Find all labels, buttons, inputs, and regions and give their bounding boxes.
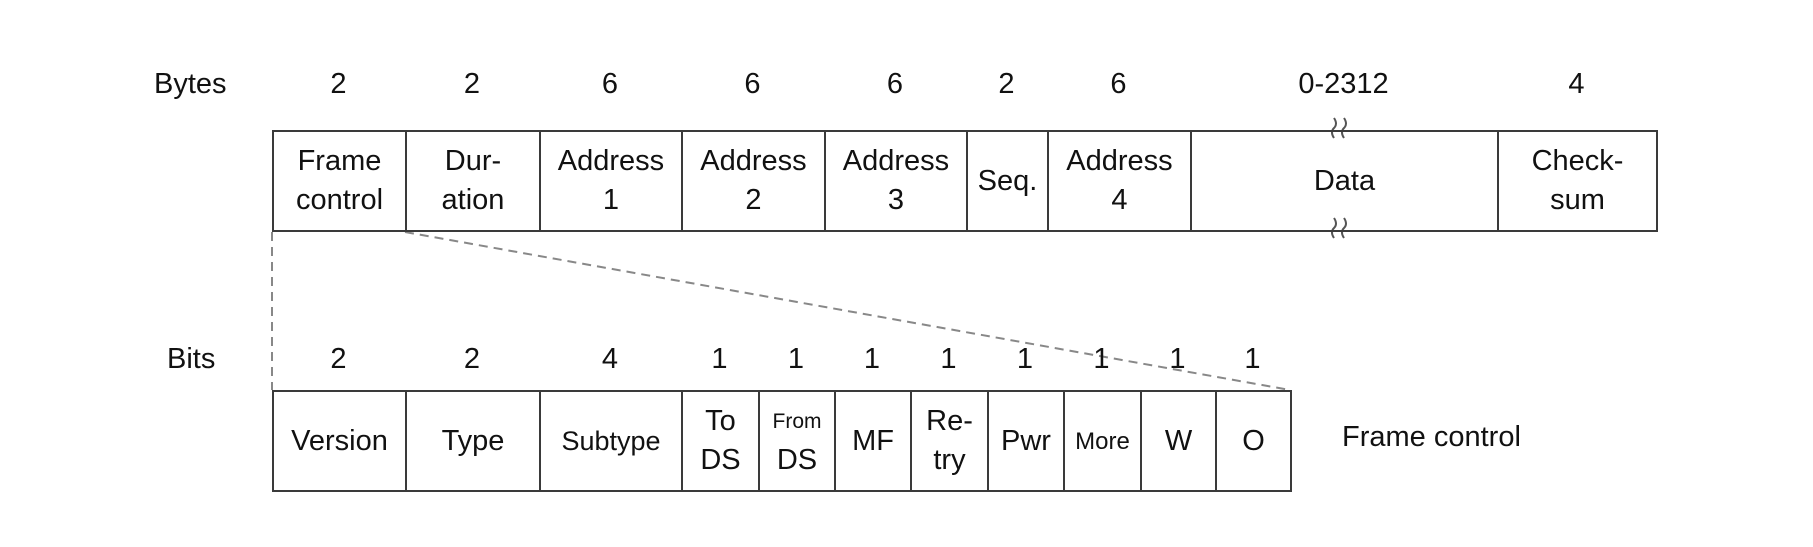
fc-size-0: 2 (330, 343, 347, 375)
fc-field-2-line-0: Subtype (561, 425, 661, 456)
fc-size-4: 1 (787, 343, 805, 375)
frame-size-0: 2 (330, 68, 347, 100)
frame-size-4: 6 (886, 68, 904, 100)
fc-size-10: 1 (1244, 343, 1261, 375)
frame-field-2-line-1: 1 (602, 184, 620, 216)
data-break-bottom (1331, 217, 1347, 239)
fc-size-8: 1 (1093, 343, 1110, 375)
fc-field-0-line-0: Version (291, 424, 388, 457)
frame-field-8-line-0: Check- (1531, 145, 1624, 177)
frame-field-7-line-0: Data (1313, 164, 1376, 197)
fc-size-2: 4 (601, 343, 619, 375)
fc-field-7-line-0: Pwr (1001, 424, 1051, 457)
bits-row-label: Bits (167, 343, 216, 375)
fc-field-6-line-0: Re- (926, 405, 973, 437)
frame-field-1: Dur-ation (405, 130, 541, 232)
frame-field-4-line-1: 3 (887, 184, 905, 216)
fc-field-4-line-1: DS (776, 444, 818, 476)
fc-size-3: 1 (711, 343, 728, 375)
frame-field-0-line-0: Frame (297, 145, 382, 177)
frame-field-0-line-1: control (295, 184, 384, 216)
frame-field-0: Frame control (272, 130, 407, 232)
fc-field-5: MF (834, 390, 912, 492)
frame-field-7: Data (1190, 130, 1499, 232)
fc-field-10-line-0: O (1242, 424, 1265, 457)
fc-size-1: 2 (463, 343, 481, 375)
fc-field-0: Version (272, 390, 407, 492)
frame-field-2: Address 1 (539, 130, 683, 232)
frame-field-6-line-0: Address (1066, 145, 1173, 177)
fc-size-9: 1 (1169, 343, 1186, 375)
fc-field-4-line-0: From (772, 410, 822, 433)
fc-field-9-line-0: W (1164, 424, 1193, 457)
fc-size-7: 1 (1016, 343, 1034, 375)
frame-field-1-line-1: ation (441, 184, 505, 216)
frame-field-3-line-1: 2 (745, 184, 762, 216)
frame-field-8-line-1: sum (1550, 184, 1605, 216)
frame-field-3: Address 2 (681, 130, 826, 232)
frame-field-5-line-0: Seq. (977, 164, 1038, 197)
frame-field-6: Address 4 (1047, 130, 1192, 232)
fc-field-1: Type (405, 390, 541, 492)
frame-size-8: 4 (1568, 68, 1585, 100)
frame-size-7: 0-2312 (1298, 68, 1389, 100)
fc-field-3-line-1: DS (700, 444, 741, 476)
fc-field-2: Subtype (539, 390, 683, 492)
frame-field-5: Seq. (966, 130, 1049, 232)
fc-field-6: Re-try (910, 390, 989, 492)
fc-field-8-line-0: More (1075, 427, 1130, 455)
fc-field-8: More (1063, 390, 1142, 492)
frame-field-8: Check-sum (1497, 130, 1658, 232)
frame-control-caption: Frame control (1342, 421, 1521, 453)
frame-field-4: Address 3 (824, 130, 968, 232)
frame-field-3-line-0: Address (700, 145, 807, 177)
fc-field-10: O (1215, 390, 1292, 492)
frame-size-1: 2 (463, 68, 481, 100)
fc-field-5-line-0: MF (852, 424, 894, 457)
frame-field-2-line-0: Address (557, 145, 665, 177)
fc-field-3-line-0: To (705, 405, 736, 437)
frame-size-5: 2 (998, 68, 1015, 100)
data-break-top (1331, 117, 1347, 139)
frame-field-4-line-0: Address (842, 145, 950, 177)
frame-size-6: 6 (1110, 68, 1127, 100)
fc-size-5: 1 (863, 343, 881, 375)
fc-field-6-line-1: try (933, 444, 966, 476)
fc-field-9: W (1140, 390, 1217, 492)
bytes-row-label: Bytes (154, 68, 227, 100)
fc-size-6: 1 (940, 343, 957, 375)
frame-size-2: 6 (601, 68, 619, 100)
frame-field-1-line-0: Dur- (444, 145, 502, 177)
frame-field-6-line-1: 4 (1111, 184, 1128, 216)
fc-field-7: Pwr (987, 390, 1065, 492)
fc-field-1-line-0: Type (441, 424, 505, 457)
frame-size-3: 6 (744, 68, 761, 100)
